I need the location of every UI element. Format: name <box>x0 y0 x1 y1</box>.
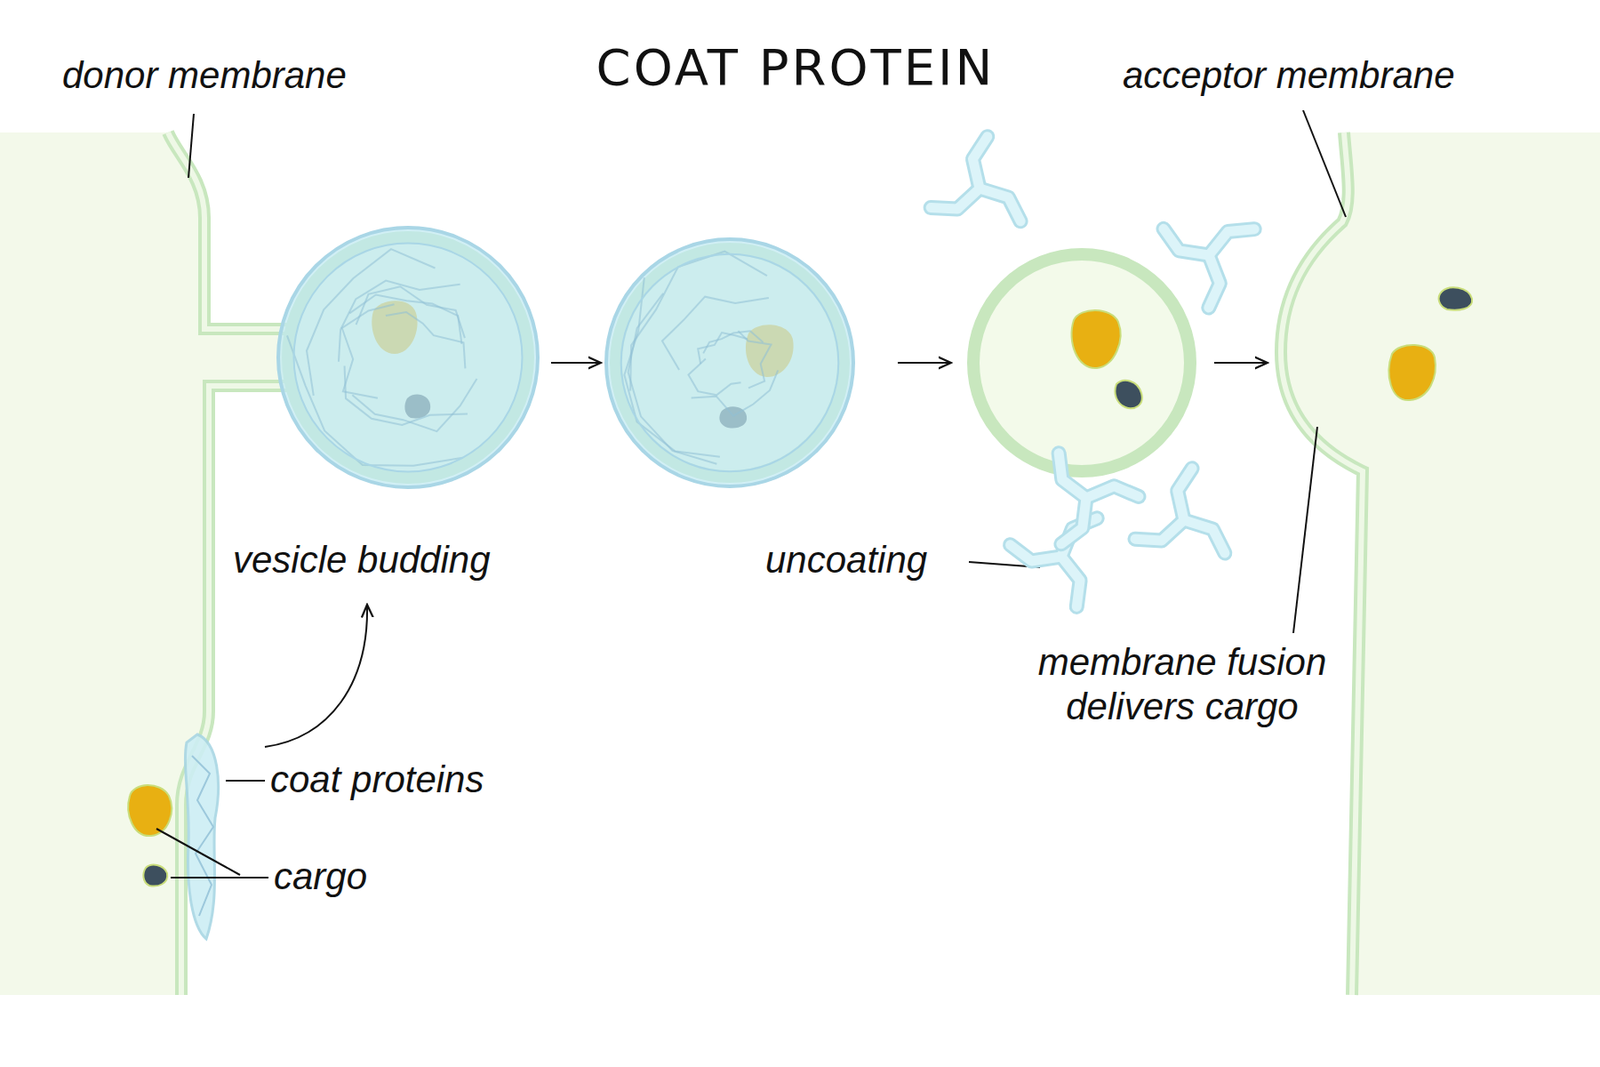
lattice-stroke <box>662 296 769 370</box>
coat-arm-outline <box>1010 544 1062 561</box>
lattice-stroke <box>628 293 718 464</box>
label: coat proteins <box>270 757 484 802</box>
lattice-stroke <box>737 330 771 388</box>
coat-arm <box>1061 556 1080 607</box>
lattice-ring <box>621 254 840 472</box>
coat-arm <box>979 188 1021 222</box>
coat-arm-outline <box>1061 497 1087 544</box>
step-arrow <box>897 361 952 364</box>
membrane-coat <box>184 734 218 939</box>
cargo-dark <box>1114 380 1142 408</box>
label: cargo <box>273 854 368 899</box>
coat-arm <box>1208 255 1220 308</box>
uncoated-vesicle <box>973 254 1191 472</box>
acceptor-cytoplasm <box>1280 132 1600 995</box>
lattice-stroke <box>385 312 466 368</box>
step-arrow <box>1214 361 1268 364</box>
free-coat-protein <box>930 136 1021 222</box>
coat-arm-outline <box>930 188 980 209</box>
coat-arm-outline <box>1061 556 1080 607</box>
lattice-stroke <box>342 304 395 399</box>
acceptor-membrane-inner <box>1280 132 1363 995</box>
vesicle-coat <box>606 239 854 487</box>
label: uncoating <box>765 537 928 583</box>
cargo-dark <box>1439 287 1473 310</box>
lattice-stroke <box>287 335 464 465</box>
coat-arm <box>1184 520 1225 553</box>
cargo-yellow <box>1072 310 1121 368</box>
coat-arm-outline <box>1208 229 1255 256</box>
coat-arm-outline <box>979 188 1021 222</box>
membrane-coat-lines <box>192 755 214 916</box>
coat-arm <box>1058 453 1087 498</box>
lattice-stroke <box>349 295 462 344</box>
lattice-stroke <box>352 378 477 432</box>
leader-line <box>1293 426 1318 633</box>
label: acceptor membrane <box>1122 53 1456 98</box>
lattice-stroke <box>688 358 741 395</box>
leader-line <box>188 113 194 178</box>
leader-line <box>170 876 269 879</box>
coat-arm <box>1135 520 1184 541</box>
coat-arm-outline <box>1163 228 1209 256</box>
coat-arm-outline <box>1208 255 1220 308</box>
coat-lattice <box>287 243 522 472</box>
coat-arm <box>930 188 980 209</box>
coat-arm <box>1163 228 1209 256</box>
free-coat-protein <box>1058 453 1139 544</box>
coat-arm <box>1086 486 1139 498</box>
label: vesicle budding <box>232 537 491 583</box>
lattice-stroke <box>306 248 436 396</box>
coat-arm <box>1010 544 1062 561</box>
title: COAT PROTEIN <box>596 37 996 97</box>
coat-arm <box>972 136 987 189</box>
coat-arm <box>1208 229 1255 256</box>
leader-line <box>156 828 240 875</box>
lattice-stroke <box>630 251 768 392</box>
coat-lattice <box>621 251 840 472</box>
curved-arrow <box>264 604 368 747</box>
coat-arm-outline <box>1135 520 1184 541</box>
coat-arm-outline <box>1086 486 1139 498</box>
coat-arm-outline <box>1184 520 1225 553</box>
cargo-dark <box>143 864 168 887</box>
lattice-ring <box>294 243 523 472</box>
free-coat-protein <box>1135 468 1225 553</box>
step-arrow <box>551 361 601 364</box>
acceptor-membrane <box>1280 132 1363 995</box>
lattice-stroke <box>697 332 748 364</box>
cargo-yellow <box>1389 344 1436 400</box>
coat-arm <box>1061 497 1087 544</box>
label: donor membrane <box>62 53 347 98</box>
cargo-yellow <box>128 784 172 836</box>
coat-arm-outline <box>1058 453 1087 498</box>
coat-arm-outline <box>972 136 987 189</box>
leader-line <box>1303 110 1346 217</box>
free-coat-protein <box>1163 228 1255 308</box>
coat-arm <box>1177 468 1192 520</box>
vesicle-coat <box>278 227 538 488</box>
coat-arm-outline <box>1177 468 1192 520</box>
label: membrane fusion delivers cargo <box>995 640 1369 730</box>
leader-line <box>225 779 265 782</box>
